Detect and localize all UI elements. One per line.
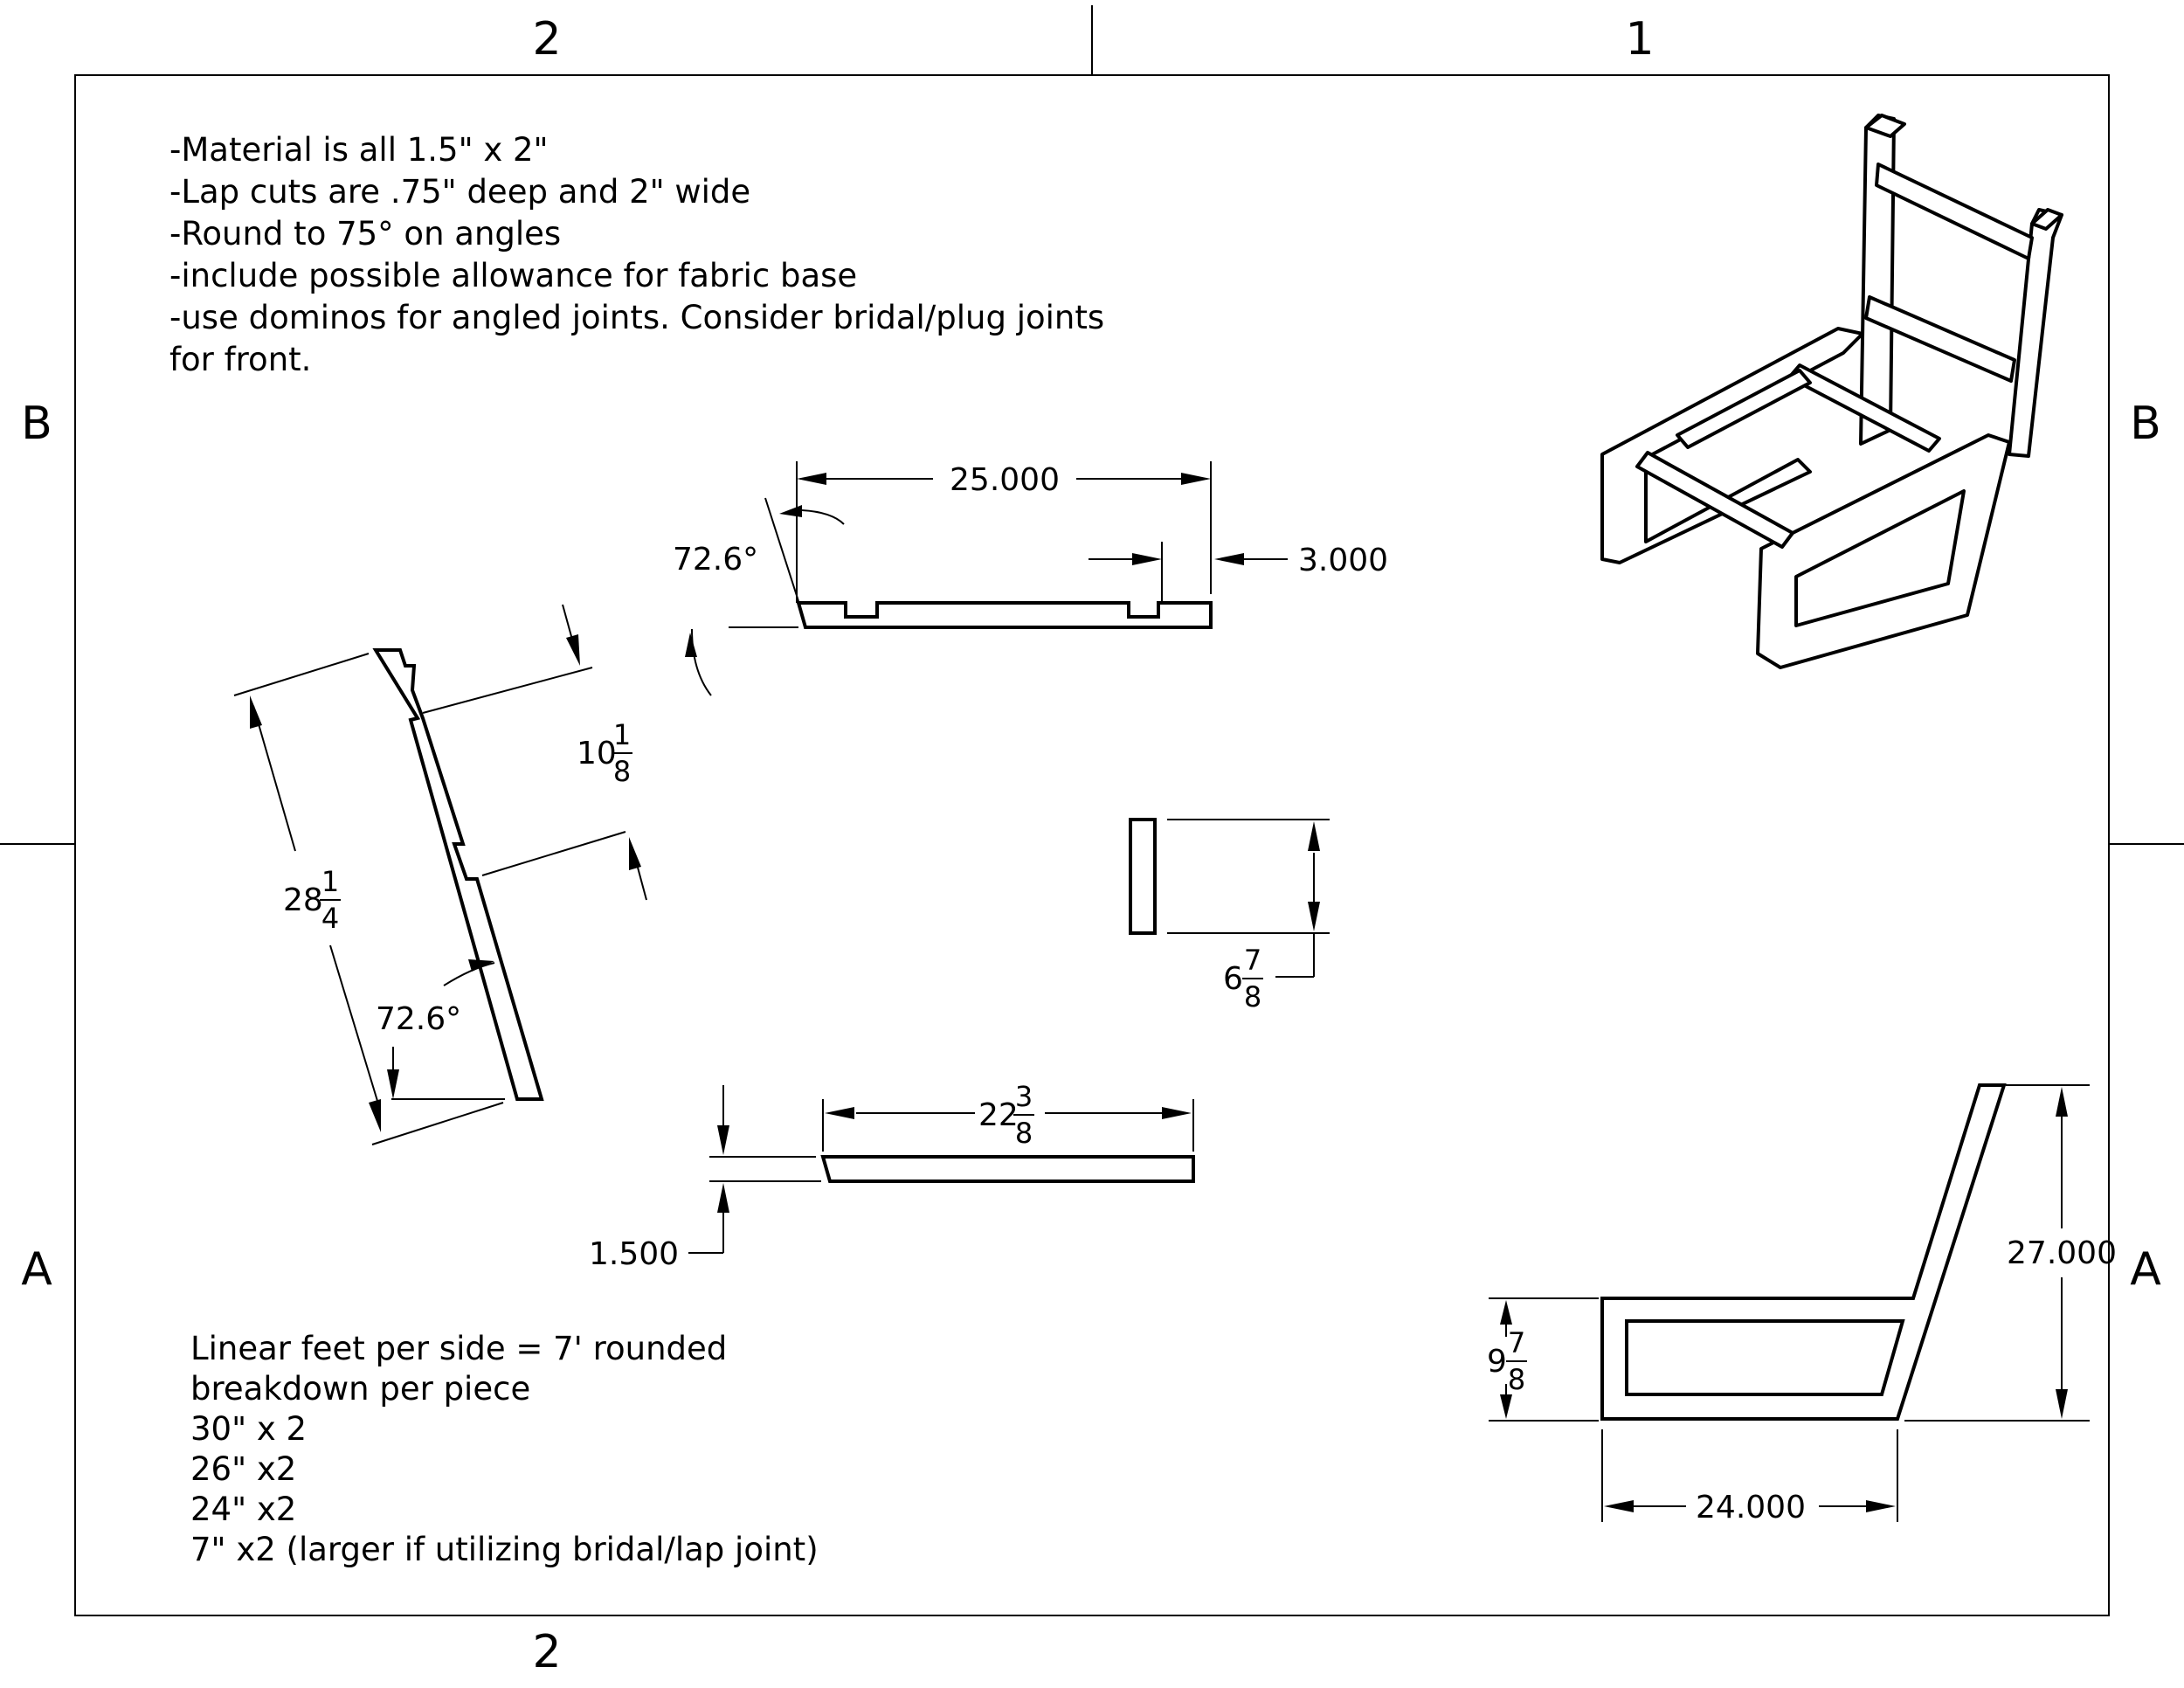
dim-spacer-den: 8 — [1244, 980, 1261, 1013]
dim-side-seat-num: 7 — [1508, 1326, 1525, 1359]
dim-bottom-rail-thickness: 1.500 — [589, 1236, 679, 1272]
dim-back-leg-spacing-num: 1 — [613, 718, 631, 751]
zone-label-top-left: 2 — [532, 13, 561, 66]
dim-spacer-num: 7 — [1244, 944, 1261, 977]
spacer-part: 6 7 8 — [1129, 818, 1330, 1013]
dim-back-leg-length-num: 1 — [321, 865, 339, 898]
cutlist-line: 26" x2 — [190, 1450, 296, 1488]
zone-label-right-a: A — [2130, 1243, 2161, 1296]
dim-back-leg-length-whole: 28 — [283, 882, 323, 918]
spacer-outline — [1129, 818, 1157, 935]
note-line: -use dominos for angled joints. Consider… — [169, 299, 1104, 336]
cutlist-line: breakdown per piece — [190, 1370, 530, 1408]
zone-label-right-b: B — [2130, 398, 2161, 450]
zone-label-bottom-left: 2 — [532, 1626, 561, 1678]
dim-spacer-whole: 6 — [1223, 961, 1243, 997]
note-line: -include possible allowance for fabric b… — [169, 257, 857, 294]
dim-top-rail-length: 25.000 — [950, 462, 1060, 498]
note-line: -Lap cuts are .75" deep and 2" wide — [169, 173, 750, 211]
zone-label-left-a: A — [21, 1243, 52, 1296]
top-rail-outline — [796, 601, 1213, 629]
side-view: 27.000 9 7 8 24.000 — [1487, 1083, 2117, 1525]
dim-back-leg-angle: 72.6° — [376, 1001, 461, 1037]
note-line: for front. — [169, 341, 311, 378]
zone-label-top-right: 1 — [1625, 13, 1654, 66]
dim-side-seat-den: 8 — [1508, 1363, 1525, 1396]
chair-back-post-right-top — [2030, 208, 2063, 231]
notes-top: -Material is all 1.5" x 2" -Lap cuts are… — [169, 131, 1104, 378]
cutlist-line: Linear feet per side = 7' rounded — [190, 1330, 727, 1367]
side-frame-outer — [1600, 1083, 2007, 1421]
isometric-chair — [1600, 114, 2063, 669]
bottom-rail-part: 22 3 8 1.500 — [589, 1080, 1195, 1272]
chair-seat-rail-front — [1635, 451, 1794, 549]
dim-side-height: 27.000 — [2007, 1235, 2117, 1271]
back-leg-part: 10 1 8 28 1 4 72.6° — [233, 604, 647, 1145]
note-line: -Material is all 1.5" x 2" — [169, 131, 549, 169]
notes-bottom: Linear feet per side = 7' rounded breakd… — [190, 1330, 819, 1568]
dim-bottom-rail-den: 8 — [1015, 1117, 1033, 1150]
dim-back-leg-spacing-whole: 10 — [577, 736, 617, 771]
cutlist-line: 7" x2 (larger if utilizing bridal/lap jo… — [190, 1531, 819, 1568]
dim-side-seat-whole: 9 — [1487, 1344, 1507, 1380]
cutlist-line: 30" x 2 — [190, 1410, 307, 1448]
back-leg-outline — [372, 648, 544, 1101]
bottom-rail-outline — [820, 1155, 1195, 1183]
chair-side-frame-left — [1600, 327, 1864, 564]
chair-back-rail-mid — [1864, 295, 2016, 383]
dim-bottom-rail-whole: 22 — [978, 1097, 1019, 1133]
side-frame-inner — [1625, 1319, 1905, 1396]
dim-top-rail-angle: 72.6° — [673, 542, 758, 578]
cutlist-line: 24" x2 — [190, 1491, 296, 1528]
note-line: -Round to 75° on angles — [169, 215, 561, 253]
zone-label-left-b: B — [21, 398, 52, 450]
chair-side-frame-right-inner — [1794, 489, 1966, 627]
dim-bottom-rail-num: 3 — [1015, 1080, 1033, 1113]
chair-back-post-left-top — [1864, 114, 1906, 138]
sheet-frame — [0, 5, 2184, 1616]
dim-top-rail-lap-offset: 3.000 — [1298, 543, 1388, 578]
dim-back-leg-length-den: 4 — [321, 902, 339, 935]
chair-seat-rail-side — [1676, 369, 1812, 449]
dim-side-depth: 24.000 — [1696, 1490, 1806, 1525]
top-rail-part: 25.000 3.000 72.6° — [673, 461, 1388, 696]
dim-back-leg-spacing-den: 8 — [613, 755, 631, 788]
chair-back-rail-top — [1875, 163, 2034, 260]
